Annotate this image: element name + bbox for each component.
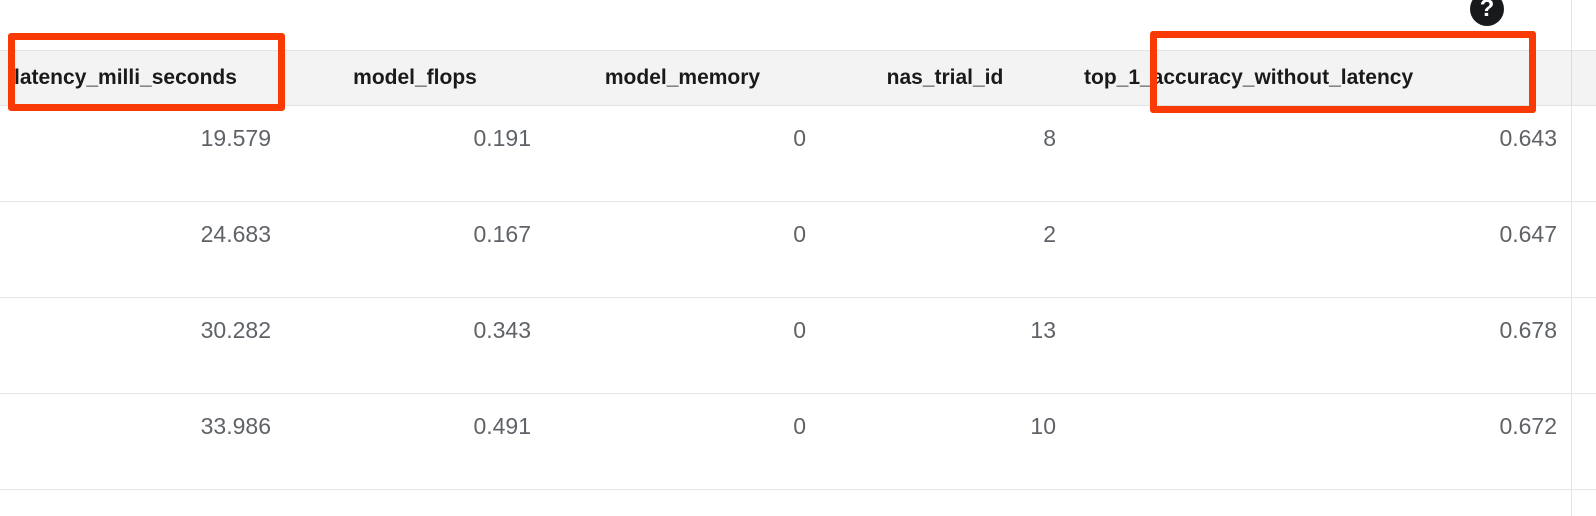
cell-model-flops: 0.343 <box>473 317 531 343</box>
cell-nas-trial-id: 13 <box>1030 317 1056 343</box>
column-divider[interactable] <box>1571 0 1572 516</box>
cell-model-memory: 0 <box>793 317 806 343</box>
table-body: 19.579 0.191 0 8 0.643 24.683 0.167 0 2 … <box>0 106 1596 490</box>
column-divider-header-segment[interactable] <box>1571 50 1572 106</box>
cell-latency-milli-seconds: 19.579 <box>200 125 271 151</box>
column-header-partial-next[interactable] <box>1572 50 1596 106</box>
column-header-latency-milli-seconds[interactable]: latency_milli_seconds <box>0 51 285 105</box>
cell-nas-trial-id: 8 <box>1043 125 1056 151</box>
column-header-top-1-accuracy-without-latency[interactable]: top_1_accuracy_without_latency <box>1070 51 1571 105</box>
cell-top-1-accuracy-without-latency: 0.678 <box>1499 317 1557 343</box>
column-header-model-memory[interactable]: model_memory <box>545 51 820 105</box>
table-row[interactable]: 19.579 0.191 0 8 0.643 <box>0 106 1596 202</box>
cell-latency-milli-seconds: 33.986 <box>200 413 271 439</box>
cell-model-memory: 0 <box>793 413 806 439</box>
help-icon[interactable]: ? <box>1470 0 1504 26</box>
column-header-label: model_memory <box>604 66 761 89</box>
cell-model-flops: 0.191 <box>473 125 531 151</box>
column-header-label: model_flops <box>353 66 477 89</box>
cell-model-memory: 0 <box>793 125 806 151</box>
cell-model-memory: 0 <box>793 221 806 247</box>
cell-latency-milli-seconds: 24.683 <box>200 221 271 247</box>
cell-model-flops: 0.167 <box>473 221 531 247</box>
column-header-label: nas_trial_id <box>886 66 1004 89</box>
column-header-model-flops[interactable]: model_flops <box>285 51 545 105</box>
cell-top-1-accuracy-without-latency: 0.672 <box>1499 413 1557 439</box>
cell-top-1-accuracy-without-latency: 0.643 <box>1499 125 1557 151</box>
cell-nas-trial-id: 10 <box>1030 413 1056 439</box>
table-row[interactable]: 30.282 0.343 0 13 0.678 <box>0 298 1596 394</box>
cell-latency-milli-seconds: 30.282 <box>200 317 271 343</box>
cell-model-flops: 0.491 <box>473 413 531 439</box>
cell-top-1-accuracy-without-latency: 0.647 <box>1499 221 1557 247</box>
table-header-row: latency_milli_seconds model_flops model_… <box>0 50 1596 106</box>
column-header-nas-trial-id[interactable]: nas_trial_id <box>820 51 1070 105</box>
cell-nas-trial-id: 2 <box>1043 221 1056 247</box>
column-header-label: top_1_accuracy_without_latency <box>1084 66 1414 89</box>
column-header-label: latency_milli_seconds <box>14 66 237 89</box>
table-row[interactable]: 24.683 0.167 0 2 0.647 <box>0 202 1596 298</box>
table-row[interactable]: 33.986 0.491 0 10 0.672 <box>0 394 1596 490</box>
